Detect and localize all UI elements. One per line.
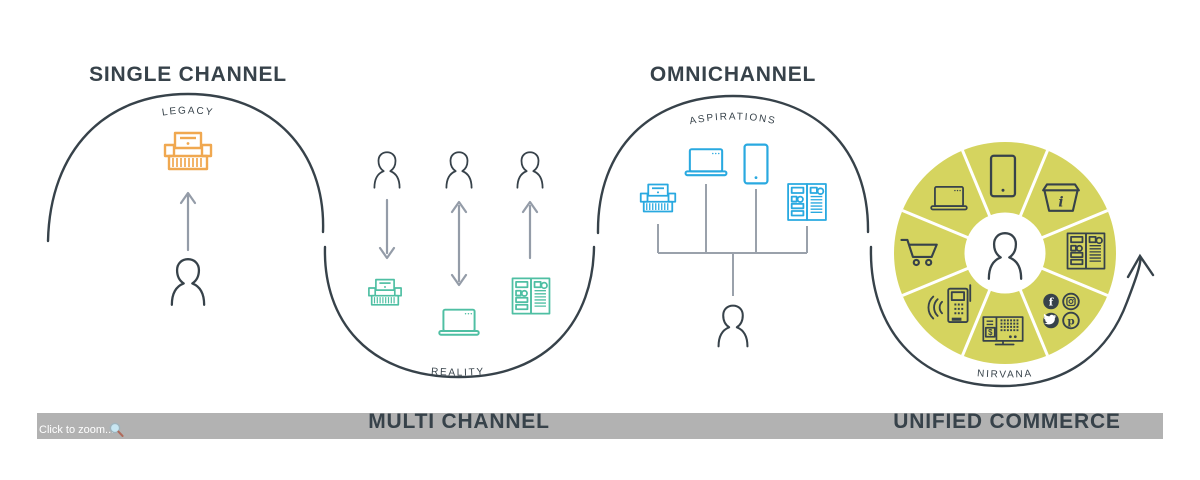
- single-channel-title: SINGLE CHANNEL: [89, 63, 287, 86]
- aspirations-label: ASPIRATIONS: [689, 111, 778, 127]
- journey-curve-unified-dip: [869, 245, 1142, 388]
- stage-multi-channel: REALITY: [368, 151, 551, 379]
- wheel-center: [964, 212, 1046, 294]
- footer-zoom-bar[interactable]: Click to zoom...: [37, 413, 1163, 439]
- arrow-up-icon: [521, 200, 539, 260]
- unified-commerce-title: UNIFIED COMMERCE: [893, 410, 1120, 433]
- nirvana-label: NIRVANA: [977, 368, 1034, 380]
- stage-omnichannel: OMNICHANNEL ASPIRATIONS: [639, 63, 827, 348]
- journey-curve-single-arc: [46, 92, 325, 243]
- zoom-hint: Click to zoom...: [39, 424, 114, 436]
- stage-single-channel: SINGLE CHANNEL LEGACY: [89, 63, 287, 306]
- magnifying-glass-icon[interactable]: [109, 422, 124, 437]
- journey-curve-omni-arc: [596, 94, 870, 235]
- multi-channel-title: MULTI CHANNEL: [368, 410, 550, 433]
- arrow-down-icon: [378, 198, 396, 260]
- arrow-up-icon: [179, 191, 197, 252]
- reality-label: REALITY: [431, 366, 486, 378]
- channel-connector-lines: [657, 184, 808, 296]
- growth-arrowhead-icon: [1126, 253, 1155, 279]
- footer-bar[interactable]: [37, 413, 1163, 439]
- legacy-label: LEGACY: [161, 105, 214, 118]
- arrow-both-icon: [450, 200, 468, 287]
- stage-unified-commerce: NIRVANA: [894, 142, 1116, 381]
- journey-curve-multi-dip: [323, 245, 596, 379]
- omnichannel-title: OMNICHANNEL: [650, 63, 816, 86]
